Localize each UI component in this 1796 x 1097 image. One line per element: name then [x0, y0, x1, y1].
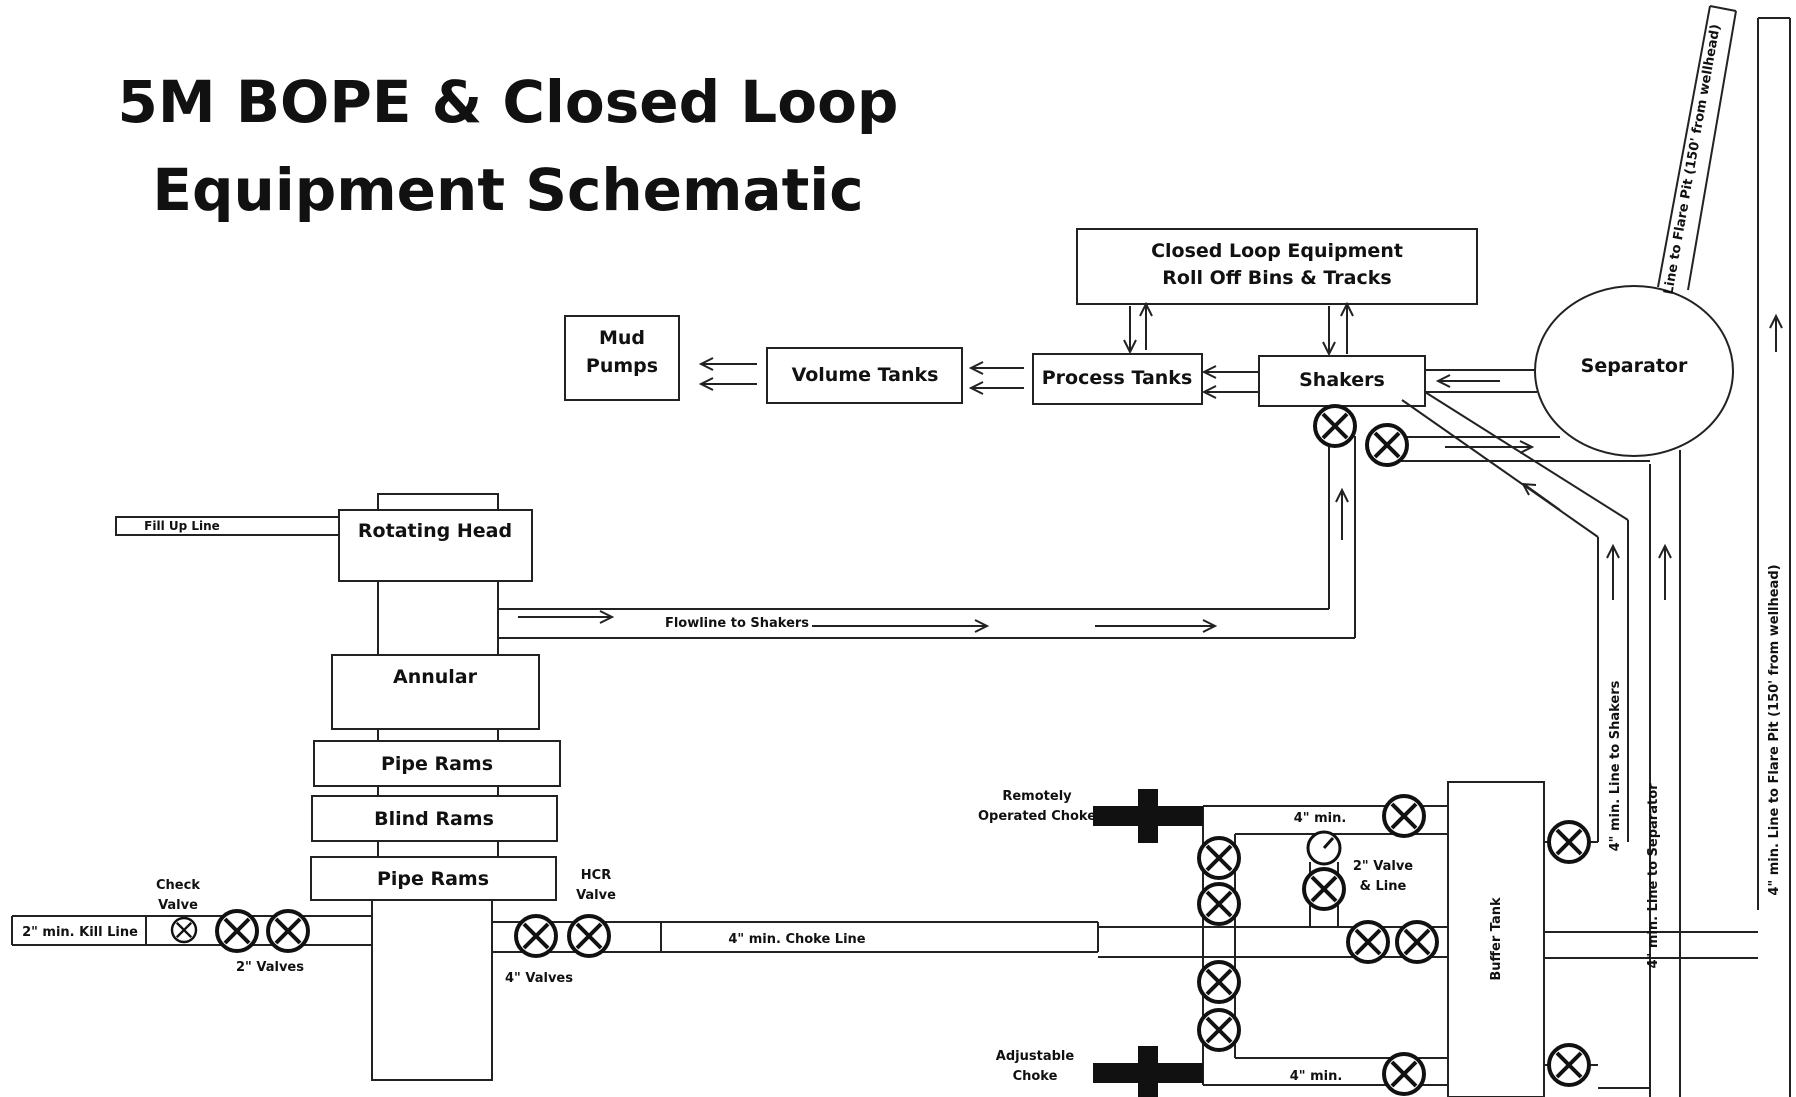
separator-flare-line — [1657, 5, 1737, 291]
separator-flare-label: Line to Flare Pit (150' from wellhead) — [1661, 23, 1723, 296]
fill-up-line-label: Fill Up Line — [144, 519, 220, 533]
buffer-inlet-valve-2-icon — [1395, 920, 1439, 964]
line-to-separator-label: 4" min. Line to Separator — [1646, 783, 1661, 969]
two-inch-valve-label-2: & Line — [1360, 879, 1407, 894]
buffer-tank-box — [1447, 781, 1545, 1097]
upper-line-valve-icon — [1382, 794, 1426, 838]
hcr-valve-label-1: HCR — [581, 868, 611, 883]
choke-line-label: 4" min. Choke Line — [728, 932, 865, 947]
four-inch-valves-label: 4" Valves — [505, 971, 573, 986]
spool-rams-2 — [377, 840, 499, 858]
adjustable-choke-label-2: Choke — [1013, 1069, 1058, 1084]
adjustable-choke-icon — [1093, 1046, 1203, 1097]
buffer-tank-label: Buffer Tank — [1489, 897, 1504, 981]
line-to-shakers-valve-icon — [1547, 820, 1591, 864]
manifold-valve-1-icon — [1197, 836, 1241, 880]
closed-loop-shakers-arrows — [1322, 301, 1354, 357]
blind-rams-label: Blind Rams — [374, 808, 494, 830]
shaker-valve-1-icon — [1313, 404, 1357, 448]
flare-pit-label: 4" min. Line to Flare Pit (150' from wel… — [1767, 564, 1782, 895]
rotating-head-box — [338, 509, 533, 582]
adjustable-choke-label-1: Adjustable — [996, 1049, 1075, 1064]
main-flare-line — [1757, 17, 1791, 1097]
manifold-valve-3-icon — [1197, 960, 1241, 1004]
lower-line-valve-icon — [1382, 1052, 1426, 1096]
line-to-separator-valve-icon — [1547, 1043, 1591, 1087]
shaker-bypass-lines — [1377, 436, 1650, 462]
upper-4min-label: 4" min. — [1294, 811, 1347, 826]
closed-loop-label-2: Roll Off Bins & Tracks — [1162, 267, 1391, 289]
pipe-rams-upper-label: Pipe Rams — [381, 753, 493, 775]
hcr-valve-icon — [567, 914, 611, 958]
separator-label: Separator — [1581, 355, 1688, 377]
shakers-box — [1258, 355, 1426, 407]
title-line-2: Equipment Schematic — [152, 156, 863, 224]
volume-to-pumps-arrows — [698, 357, 757, 391]
remote-choke-label-2: Operated Choke — [978, 809, 1096, 824]
flowline-label: Flowline to Shakers — [665, 616, 809, 631]
spool-upper — [377, 580, 499, 656]
two-inch-valve-icon — [1302, 867, 1346, 911]
choke-line — [492, 921, 1448, 958]
pipe-rams-lower-label: Pipe Rams — [377, 868, 489, 890]
four-inch-valve-1-icon — [514, 914, 558, 958]
volume-tanks-box — [766, 347, 963, 404]
shakers-label: Shakers — [1299, 369, 1385, 391]
kill-valve-1-icon — [215, 909, 259, 953]
buffer-inlet-valve-1-icon — [1346, 920, 1390, 964]
two-inch-valve-label-1: 2" Valve — [1353, 859, 1413, 874]
line-to-shakers — [1401, 391, 1629, 842]
separator-shakers-lines — [1425, 369, 1537, 393]
shaker-valve-2-icon — [1365, 423, 1409, 467]
line-to-separator — [1598, 450, 1681, 1097]
pipe-rams-lower-box — [310, 856, 557, 901]
kill-valve-2-icon — [266, 909, 310, 953]
wellhead-spool — [371, 899, 493, 1081]
mud-pumps-label-2: Pumps — [586, 355, 658, 377]
spool-annular — [377, 728, 499, 742]
spool-rams-1 — [377, 785, 499, 797]
fill-up-line — [115, 516, 340, 536]
blind-rams-box — [311, 795, 558, 842]
kill-line — [11, 915, 372, 946]
title-line-1: 5M BOPE & Closed Loop — [118, 68, 899, 136]
process-to-volume-arrows — [968, 361, 1024, 395]
check-valve-label-2: Valve — [158, 898, 198, 913]
pipe-rams-upper-box — [313, 740, 561, 787]
manifold-valve-4-icon — [1197, 1008, 1241, 1052]
closed-loop-box — [1076, 228, 1478, 305]
process-tanks-label: Process Tanks — [1042, 367, 1193, 389]
mud-pumps-box — [564, 315, 680, 401]
mud-pumps-label-1: Mud — [599, 327, 645, 349]
check-valve-icon — [170, 916, 198, 944]
closed-loop-label-1: Closed Loop Equipment — [1151, 240, 1403, 262]
two-inch-valves-label: 2" Valves — [236, 960, 304, 975]
rotating-head-label: Rotating Head — [358, 520, 512, 542]
remote-choke-label-1: Remotely — [1002, 789, 1072, 804]
annular-label: Annular — [393, 666, 478, 688]
check-valve-label-1: Check — [156, 878, 200, 893]
manifold-valve-2-icon — [1197, 882, 1241, 926]
separator-vessel — [1534, 285, 1734, 457]
rotating-head-top — [377, 493, 499, 511]
process-tanks-box — [1032, 353, 1203, 405]
shakers-to-process-arrows — [1201, 365, 1259, 399]
pressure-gauge-icon — [1306, 830, 1342, 866]
flowline-to-shakers — [498, 436, 1356, 639]
volume-tanks-label: Volume Tanks — [792, 364, 939, 386]
hcr-valve-label-2: Valve — [576, 888, 616, 903]
closed-loop-process-arrows — [1123, 301, 1153, 355]
remotely-operated-choke-icon — [1093, 789, 1203, 843]
kill-line-label: 2" min. Kill Line — [22, 925, 138, 940]
lower-4min-label: 4" min. — [1290, 1069, 1343, 1084]
line-to-shakers-label: 4" min. Line to Shakers — [1608, 680, 1623, 851]
